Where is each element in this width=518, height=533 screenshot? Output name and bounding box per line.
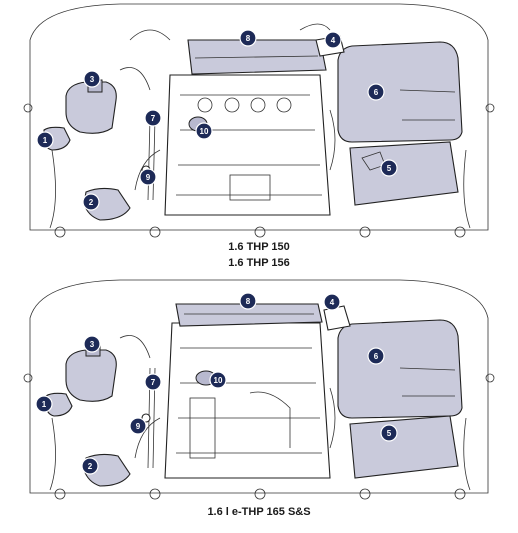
- svg-text:1: 1: [43, 136, 48, 145]
- svg-text:7: 7: [151, 114, 156, 123]
- marker-5: 5: [380, 159, 398, 177]
- svg-text:7: 7: [151, 378, 156, 387]
- coolant-reservoir: [65, 349, 117, 402]
- svg-text:10: 10: [214, 376, 223, 385]
- svg-text:5: 5: [387, 164, 392, 173]
- svg-text:6: 6: [374, 352, 379, 361]
- caption-ethp165: 1.6 l e-THP 165 S&S: [207, 506, 311, 518]
- engine-bay-outline: [29, 3, 489, 231]
- svg-text:3: 3: [90, 75, 95, 84]
- caption-thp156: 1.6 THP 156: [228, 257, 290, 269]
- engine-diagram-ethp165: 1 2 3 4 5 6 7 8 9 10: [0, 278, 518, 500]
- svg-text:8: 8: [246, 297, 251, 306]
- marker-10: 10: [195, 122, 213, 140]
- marker-2: 2: [81, 457, 99, 475]
- marker-8: 8: [239, 292, 257, 310]
- svg-text:10: 10: [200, 127, 209, 136]
- svg-text:9: 9: [146, 173, 151, 182]
- svg-text:3: 3: [90, 340, 95, 349]
- engine-bay-outline: [29, 279, 489, 494]
- air-filter-box: [337, 41, 463, 143]
- air-filter-box: [337, 319, 463, 419]
- coolant-reservoir: [65, 81, 117, 134]
- battery: [349, 141, 459, 206]
- marker-9: 9: [139, 168, 157, 186]
- marker-10: 10: [209, 371, 227, 389]
- svg-text:9: 9: [136, 422, 141, 431]
- marker-3: 3: [83, 70, 101, 88]
- svg-text:4: 4: [331, 36, 336, 45]
- marker-1: 1: [36, 131, 54, 149]
- marker-4: 4: [324, 31, 342, 49]
- marker-2: 2: [82, 193, 100, 211]
- engine-block: [164, 74, 331, 216]
- marker-6: 6: [367, 347, 385, 365]
- svg-text:5: 5: [387, 429, 392, 438]
- svg-text:6: 6: [374, 88, 379, 97]
- svg-text:1: 1: [42, 400, 47, 409]
- marker-5: 5: [380, 424, 398, 442]
- svg-text:4: 4: [330, 298, 335, 307]
- caption-thp150: 1.6 THP 150: [228, 241, 290, 253]
- marker-3: 3: [83, 335, 101, 353]
- marker-1: 1: [35, 395, 53, 413]
- marker-6: 6: [367, 83, 385, 101]
- marker-9: 9: [129, 417, 147, 435]
- bay-bolts: [23, 373, 495, 500]
- svg-text:8: 8: [246, 34, 251, 43]
- marker-7: 7: [144, 373, 162, 391]
- marker-7: 7: [144, 109, 162, 127]
- svg-text:2: 2: [89, 198, 94, 207]
- engine-cover: [175, 303, 323, 327]
- battery: [349, 415, 459, 479]
- marker-4: 4: [323, 293, 341, 311]
- marker-8: 8: [239, 29, 257, 47]
- brake-fluid-cap: [323, 305, 351, 331]
- svg-text:2: 2: [88, 462, 93, 471]
- bay-bolts: [23, 103, 495, 238]
- engine-diagram-thp150-156: 1 2 3 4 5 6 7 8 9 10: [0, 0, 518, 240]
